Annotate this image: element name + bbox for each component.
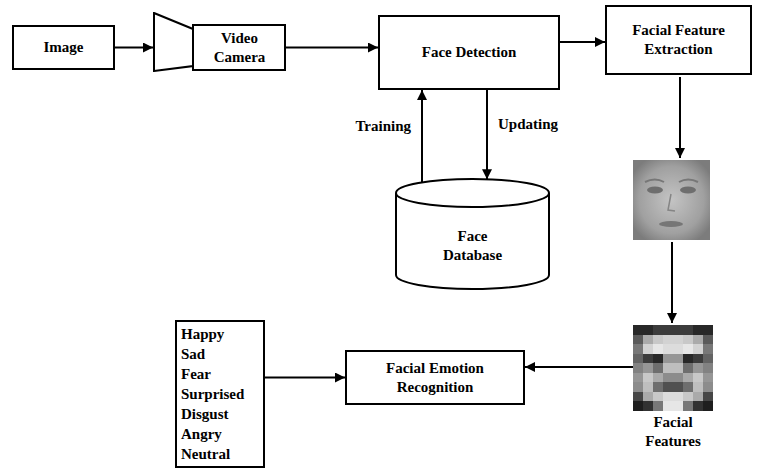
flow-arrow: [525, 366, 633, 368]
edge-label: Training: [354, 117, 412, 136]
flow-arrow: [671, 242, 673, 323]
edge-label: Updating: [497, 115, 559, 134]
emotion-list-box: HappySadFearSurprisedDisgustAngryNeutral: [175, 320, 265, 468]
process-box: Facial Emotion Recognition: [345, 350, 525, 405]
node-label: Face Database: [427, 227, 519, 265]
node-label: Facial Features: [633, 413, 713, 451]
face-mouth: [659, 221, 683, 227]
face-brow: [679, 180, 698, 183]
camera-body: [193, 25, 285, 70]
node-label: Face Detection: [422, 43, 517, 62]
camera-box: Video Camera: [153, 12, 286, 72]
cylinder-rim: [396, 193, 549, 207]
flow-arrow: [265, 377, 345, 379]
flow-arrow: [286, 47, 378, 49]
flow-arrow: [421, 90, 423, 182]
face-brow: [645, 180, 664, 183]
feature-image-node: Facial Features: [633, 325, 713, 451]
node-label: Video Camera: [195, 29, 284, 67]
face-eye: [680, 187, 696, 194]
input-box: Image: [12, 25, 115, 70]
flow-arrow: [560, 41, 605, 43]
flow-arrow: [679, 77, 681, 158]
node-label: Facial Feature Extraction: [611, 21, 746, 59]
emotion-label: Happy: [181, 324, 224, 344]
emotion-label: Angry: [181, 424, 222, 444]
camera-lens: [154, 13, 193, 71]
emotion-label: Sad: [181, 344, 205, 364]
flow-arrow: [115, 47, 153, 49]
node-label: Image: [44, 38, 84, 57]
process-box: Facial Feature Extraction: [605, 5, 752, 75]
face-image: [633, 160, 710, 240]
face-photo: [633, 160, 710, 240]
process-box: Face Detection: [378, 15, 560, 90]
flow-arrow: [486, 90, 488, 179]
face-eye: [647, 187, 663, 194]
pixel-face: [633, 325, 713, 411]
database-cylinder: Face Database: [395, 178, 550, 290]
face-nose: [668, 194, 675, 211]
node-label: Facial Emotion Recognition: [351, 359, 519, 397]
emotion-label: Neutral: [181, 444, 230, 464]
emotion-label: Surprised: [181, 384, 244, 404]
emotion-label: Fear: [181, 364, 211, 384]
cylinder-body: [396, 179, 549, 289]
emotion-label: Disgust: [181, 404, 229, 424]
